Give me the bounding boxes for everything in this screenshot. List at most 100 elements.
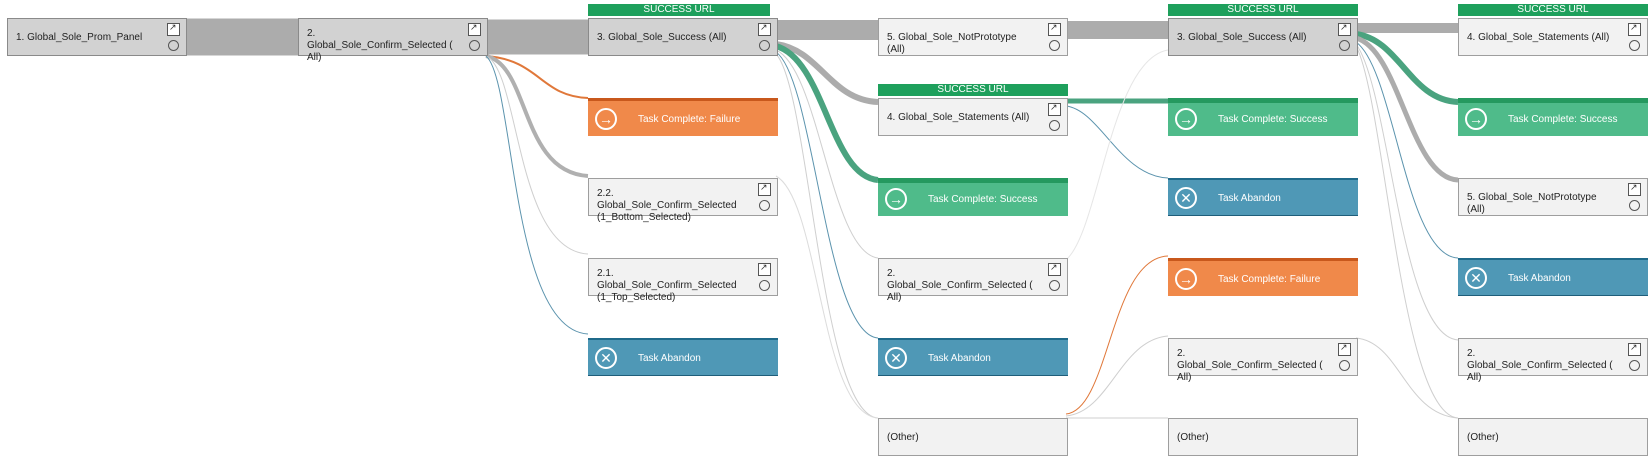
node-label: 2. Global_Sole_Confirm_Selected ( All)	[1177, 348, 1323, 383]
node-label: 2. Global_Sole_Confirm_Selected ( All)	[1467, 348, 1613, 383]
terminal-label: Task Abandon	[1218, 193, 1281, 204]
node-success[interactable]: 3. Global_Sole_Success (All)	[1168, 18, 1358, 56]
settings-gear-icon[interactable]	[759, 280, 770, 291]
node-label: 2.2. Global_Sole_Confirm_Selected (1_Bot…	[597, 188, 737, 223]
arrow-right-circle-icon: →	[1175, 108, 1197, 130]
open-external-icon[interactable]	[1628, 181, 1641, 196]
close-x-circle-icon: ✕	[595, 347, 617, 369]
node-label: (Other)	[887, 432, 919, 443]
node-statements[interactable]: 4. Global_Sole_Statements (All)	[878, 98, 1068, 136]
settings-gear-icon[interactable]	[759, 200, 770, 211]
settings-gear-icon[interactable]	[759, 40, 770, 51]
settings-gear-icon[interactable]	[1049, 40, 1060, 51]
success-url-tag: SUCCESS URL	[878, 84, 1068, 96]
node-confirm-selected[interactable]: 2. Global_Sole_Confirm_Selected ( All)	[1168, 338, 1358, 383]
close-x-circle-icon: ✕	[1465, 267, 1487, 289]
terminal-label: Task Abandon	[1508, 273, 1571, 284]
flow-c2-bottom	[485, 54, 589, 178]
settings-gear-icon[interactable]	[1049, 280, 1060, 291]
open-external-icon[interactable]	[1628, 21, 1641, 36]
terminal-label: Task Complete: Failure	[638, 114, 741, 125]
node-statements[interactable]: 4. Global_Sole_Statements (All)	[1458, 18, 1648, 56]
flow-c4b-success	[1065, 49, 1169, 261]
settings-gear-icon[interactable]	[1629, 40, 1640, 51]
settings-gear-icon[interactable]	[168, 40, 179, 51]
node-label: 2. Global_Sole_Confirm_Selected ( All)	[887, 268, 1033, 303]
open-external-icon[interactable]	[167, 21, 180, 36]
node-label: 2. Global_Sole_Confirm_Selected ( All)	[307, 28, 453, 63]
terminal-abandon[interactable]: ✕ Task Abandon	[1168, 178, 1358, 216]
node-label: 3. Global_Sole_Success (All)	[597, 32, 727, 43]
node-label: 5. Global_Sole_NotPrototype (All)	[1467, 192, 1597, 215]
node-confirm-top[interactable]: 2.1. Global_Sole_Confirm_Selected (1_Top…	[588, 258, 778, 303]
terminal-failure[interactable]: → Task Complete: Failure	[588, 98, 778, 136]
terminal-abandon[interactable]: ✕ Task Abandon	[1458, 258, 1648, 296]
flow-c5-success	[1355, 31, 1459, 105]
flow-c5-notproto	[1355, 35, 1459, 183]
node-label: 5. Global_Sole_NotPrototype (All)	[887, 32, 1017, 55]
flow-c5-confirm	[1355, 43, 1459, 341]
terminal-label: Task Abandon	[638, 353, 701, 364]
success-url-tag: SUCCESS URL	[1458, 4, 1648, 16]
open-external-icon[interactable]	[1338, 21, 1351, 36]
node-label: 2.1. Global_Sole_Confirm_Selected (1_Top…	[597, 268, 737, 303]
terminal-abandon[interactable]: ✕ Task Abandon	[878, 338, 1068, 376]
settings-gear-icon[interactable]	[469, 40, 480, 51]
terminal-label: Task Abandon	[928, 353, 991, 364]
settings-gear-icon[interactable]	[1629, 360, 1640, 371]
open-external-icon[interactable]	[758, 261, 771, 276]
flow-c2-abandon	[485, 55, 589, 335]
node-other[interactable]: (Other)	[1458, 418, 1648, 456]
flow-c5b-other	[1355, 337, 1459, 419]
node-confirm-selected[interactable]: 2. Global_Sole_Confirm_Selected ( All)	[1458, 338, 1648, 383]
terminal-label: Task Complete: Success	[1218, 114, 1328, 125]
arrow-right-circle-icon: →	[1465, 108, 1487, 130]
node-notprototype[interactable]: 5. Global_Sole_NotPrototype (All)	[878, 18, 1068, 56]
success-url-tag: SUCCESS URL	[588, 4, 770, 16]
terminal-success[interactable]: → Task Complete: Success	[1458, 98, 1648, 136]
open-external-icon[interactable]	[1048, 21, 1061, 36]
settings-gear-icon[interactable]	[1629, 200, 1640, 211]
terminal-failure[interactable]: → Task Complete: Failure	[1168, 258, 1358, 296]
node-other[interactable]: (Other)	[878, 418, 1068, 456]
success-url-tag: SUCCESS URL	[1168, 4, 1358, 16]
close-x-circle-icon: ✕	[1175, 187, 1197, 209]
open-external-icon[interactable]	[758, 181, 771, 196]
open-external-icon[interactable]	[1338, 341, 1351, 356]
node-success[interactable]: 3. Global_Sole_Success (All)	[588, 18, 778, 56]
arrow-right-circle-icon: →	[885, 188, 907, 210]
node-prom-panel[interactable]: 1. Global_Sole_Prom_Panel	[7, 18, 187, 56]
open-external-icon[interactable]	[1048, 261, 1061, 276]
settings-gear-icon[interactable]	[1339, 360, 1350, 371]
node-confirm-selected[interactable]: 2. Global_Sole_Confirm_Selected ( All)	[878, 258, 1068, 303]
open-external-icon[interactable]	[468, 21, 481, 36]
terminal-success[interactable]: → Task Complete: Success	[1168, 98, 1358, 136]
node-confirm-selected[interactable]: 2. Global_Sole_Confirm_Selected ( All)	[298, 18, 488, 63]
flow-c3-other	[775, 53, 879, 419]
terminal-label: Task Complete: Success	[1508, 114, 1618, 125]
terminal-abandon[interactable]: ✕ Task Abandon	[588, 338, 778, 376]
flow-c4-failure	[1065, 255, 1169, 415]
node-notprototype[interactable]: 5. Global_Sole_NotPrototype (All)	[1458, 178, 1648, 216]
flow-c5-abandon	[1355, 41, 1459, 259]
settings-gear-icon[interactable]	[1049, 120, 1060, 131]
terminal-label: Task Complete: Failure	[1218, 274, 1321, 285]
flow-c2-failure	[485, 55, 589, 99]
open-external-icon[interactable]	[1628, 341, 1641, 356]
flow-c4-abandon	[1065, 105, 1169, 179]
open-external-icon[interactable]	[758, 21, 771, 36]
arrow-right-circle-icon: →	[595, 108, 617, 130]
flow-c3b-other	[775, 175, 879, 419]
flow-c3-confirm	[775, 49, 879, 259]
terminal-success[interactable]: → Task Complete: Success	[878, 178, 1068, 216]
node-label: 4. Global_Sole_Statements (All)	[1467, 32, 1610, 43]
flow-c5-other	[1355, 45, 1459, 419]
open-external-icon[interactable]	[1048, 101, 1061, 116]
close-x-circle-icon: ✕	[885, 347, 907, 369]
flow-c3-statements	[775, 41, 879, 105]
node-confirm-bottom[interactable]: 2.2. Global_Sole_Confirm_Selected (1_Bot…	[588, 178, 778, 223]
settings-gear-icon[interactable]	[1339, 40, 1350, 51]
flow-c3-abandon	[775, 51, 879, 339]
node-other[interactable]: (Other)	[1168, 418, 1358, 456]
